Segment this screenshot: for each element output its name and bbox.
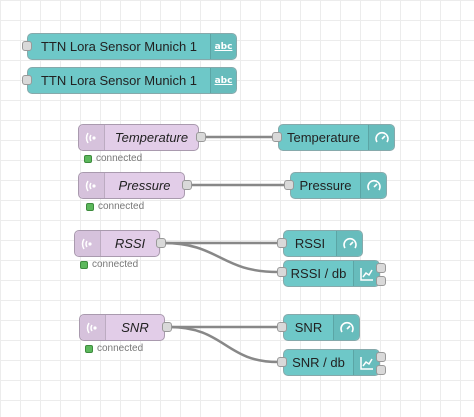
output-node-rssi-chart-output-port-1[interactable] — [376, 263, 386, 273]
status-dot — [86, 202, 94, 211]
inject-node-label: TTN Lora Sensor Munich 1 — [40, 39, 198, 54]
status-text: connected — [98, 201, 145, 212]
input-node-snr[interactable]: SNR — [79, 314, 165, 341]
inject-node-label: TTN Lora Sensor Munich 1 — [40, 73, 198, 88]
status-pressure: connected — [86, 201, 144, 212]
inject-node-1-input-port[interactable] — [22, 41, 32, 51]
output-node-label: SNR — [294, 320, 323, 335]
input-node-rssi-output-port[interactable] — [156, 238, 166, 248]
abc-icon: abc — [210, 34, 236, 59]
status-text: connected — [97, 343, 144, 354]
status-dot — [84, 154, 92, 163]
input-node-label: RSSI — [114, 236, 146, 251]
chart-icon — [353, 350, 379, 375]
output-node-rssi-chart-output-port-2[interactable] — [376, 276, 386, 286]
input-node-label: Pressure — [118, 178, 171, 193]
inject-node-2-input-port[interactable] — [22, 75, 32, 85]
input-node-pressure-output-port[interactable] — [182, 180, 192, 190]
abc-icon: abc — [210, 68, 236, 93]
output-node-pressure-input-port[interactable] — [284, 180, 294, 190]
output-node-snr-gauge-input-port[interactable] — [277, 322, 287, 332]
output-node-rssi-chart-input-port[interactable] — [277, 267, 287, 277]
status-text: connected — [92, 259, 139, 270]
input-node-temperature[interactable]: Temperature — [78, 124, 199, 151]
gauge-icon — [336, 231, 362, 256]
output-node-rssi-chart[interactable]: RSSI / db — [283, 260, 380, 287]
wire-snr-chart — [168, 325, 279, 364]
output-node-label: SNR / db — [292, 355, 345, 370]
radio-waves-icon — [79, 125, 105, 150]
output-node-snr-chart-input-port[interactable] — [277, 357, 287, 367]
status-dot — [85, 344, 93, 353]
status-snr: connected — [85, 343, 143, 354]
output-node-snr-gauge[interactable]: SNR — [283, 314, 360, 341]
wire-rssi-chart — [162, 241, 279, 274]
input-node-pressure[interactable]: Pressure — [78, 172, 185, 199]
inject-node-1[interactable]: TTN Lora Sensor Munich 1 abc — [27, 33, 237, 60]
input-node-rssi[interactable]: RSSI — [74, 230, 160, 257]
chart-icon — [353, 261, 379, 286]
status-text: connected — [96, 153, 143, 164]
output-node-snr-chart-output-port-2[interactable] — [376, 365, 386, 375]
input-node-label: Temperature — [114, 130, 189, 145]
gauge-icon — [333, 315, 359, 340]
status-dot — [80, 260, 88, 269]
gauge-icon — [368, 125, 394, 150]
output-node-label: RSSI / db — [290, 266, 347, 281]
input-node-snr-output-port[interactable] — [162, 322, 172, 332]
input-node-label: SNR — [121, 320, 149, 335]
inject-node-2[interactable]: TTN Lora Sensor Munich 1 abc — [27, 67, 237, 94]
output-node-rssi-gauge-input-port[interactable] — [277, 238, 287, 248]
output-node-label: Pressure — [299, 178, 352, 193]
gauge-icon — [360, 173, 386, 198]
output-node-snr-chart[interactable]: SNR / db — [283, 349, 380, 376]
status-temperature: connected — [84, 153, 142, 164]
output-node-pressure-gauge[interactable]: Pressure — [290, 172, 387, 199]
output-node-label: Temperature — [287, 130, 360, 145]
output-node-snr-chart-output-port-1[interactable] — [376, 352, 386, 362]
output-node-label: RSSI — [294, 236, 326, 251]
output-node-temperature-gauge[interactable]: Temperature — [278, 124, 395, 151]
output-node-rssi-gauge[interactable]: RSSI — [283, 230, 363, 257]
output-node-temperature-input-port[interactable] — [272, 132, 282, 142]
radio-waves-icon — [79, 173, 105, 198]
radio-waves-icon — [75, 231, 101, 256]
input-node-temperature-output-port[interactable] — [196, 132, 206, 142]
radio-waves-icon — [80, 315, 106, 340]
status-rssi: connected — [80, 259, 138, 270]
